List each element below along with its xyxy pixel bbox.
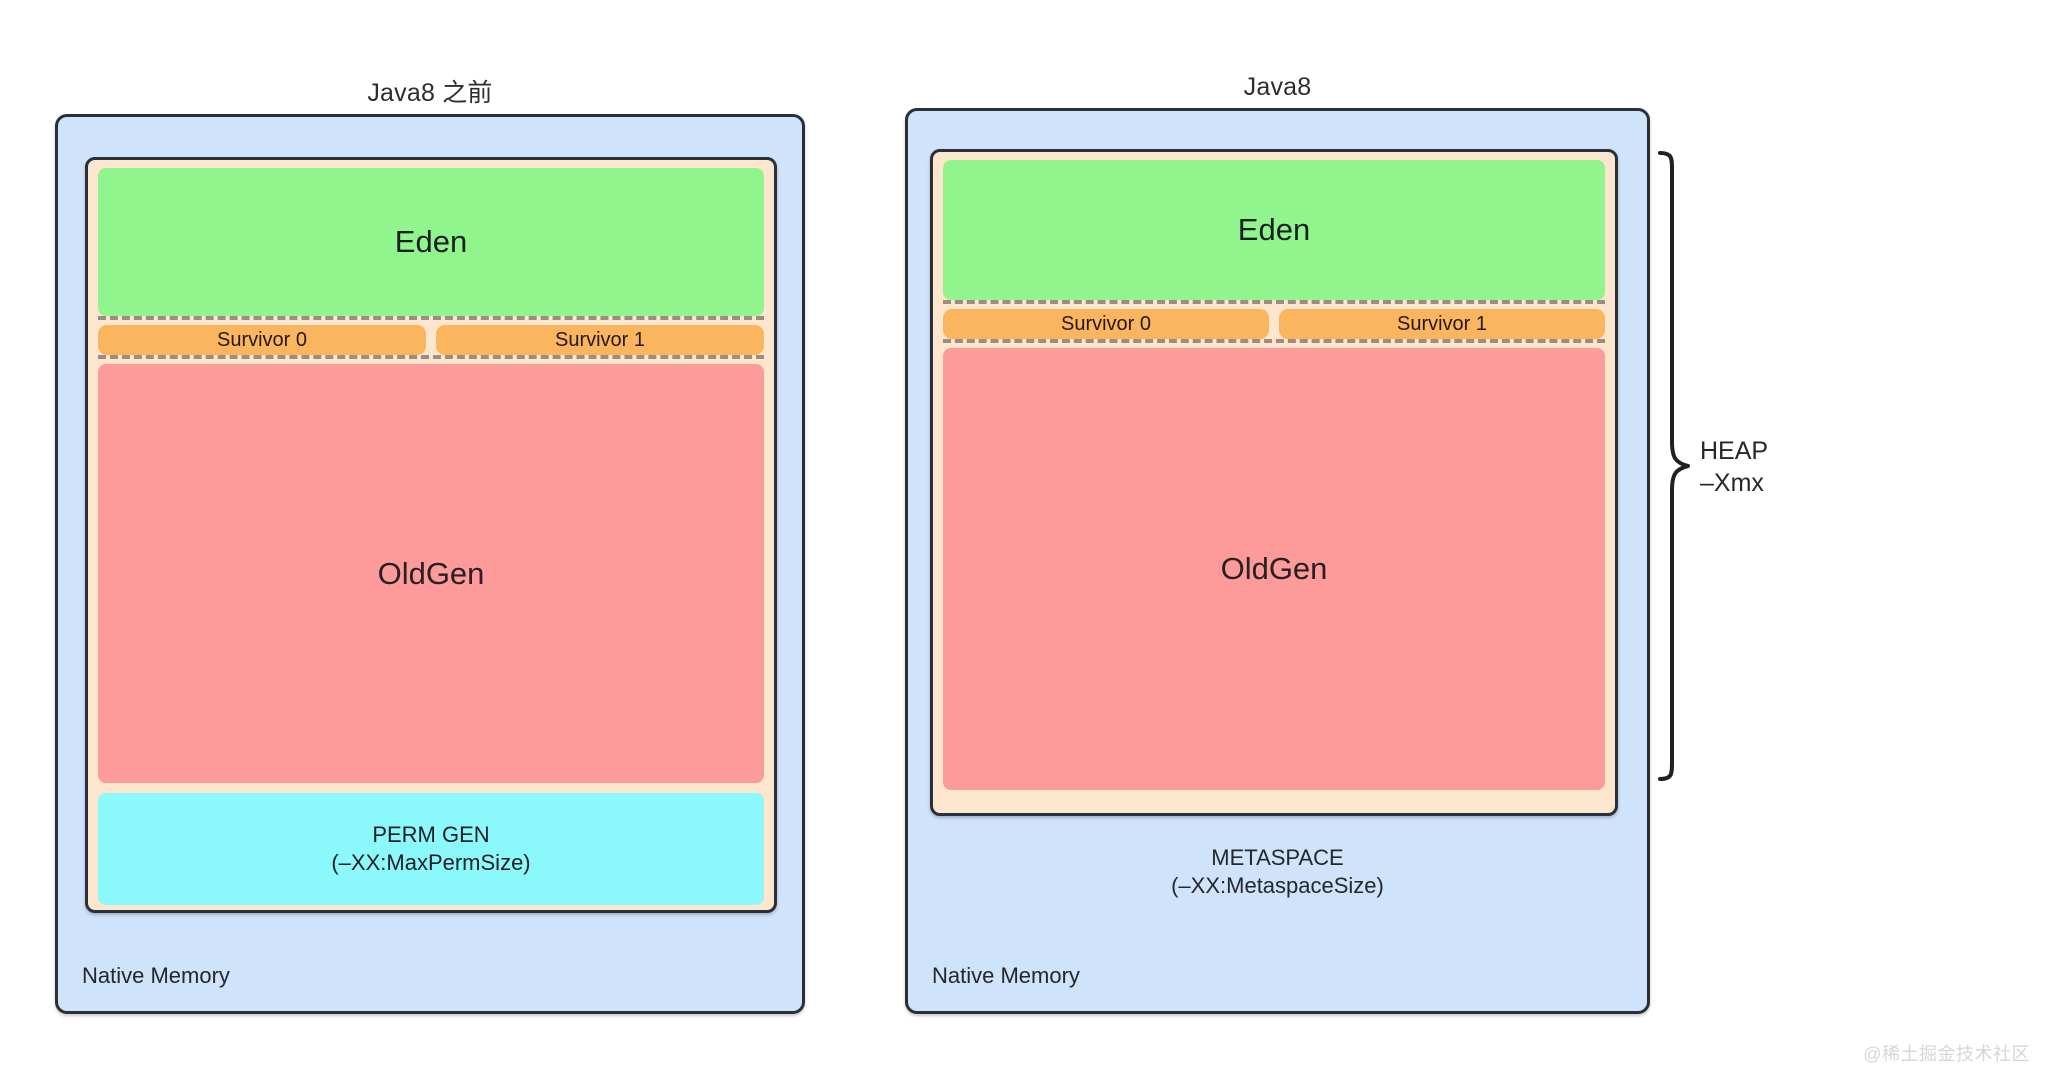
region-perm-gen: PERM GEN (–XX:MaxPermSize) bbox=[98, 793, 764, 905]
region-survivor-1-before-java8: Survivor 1 bbox=[436, 325, 764, 355]
region-eden-java8: Eden bbox=[943, 160, 1605, 300]
perm-gen-flag: (–XX:MaxPermSize) bbox=[331, 850, 531, 875]
native-memory-label-before-java8: Native Memory bbox=[82, 963, 230, 988]
region-survivor-0-before-java8: Survivor 0 bbox=[98, 325, 426, 355]
metaspace-flag: (–XX:MetaspaceSize) bbox=[1171, 873, 1384, 899]
native-memory-label-java8: Native Memory bbox=[932, 963, 1080, 988]
perm-gen-label: PERM GEN bbox=[372, 821, 490, 847]
survivor-row-java8: Survivor 0 Survivor 1 bbox=[943, 309, 1605, 339]
heap-container-java8: Eden Survivor 0 Survivor 1 OldGen bbox=[930, 149, 1618, 816]
dash-gap-top-java8 bbox=[943, 300, 1605, 309]
metaspace-label: METASPACE bbox=[1211, 845, 1344, 870]
native-memory-box-before-java8: Eden Survivor 0 Survivor 1 OldGen PERM G… bbox=[55, 114, 805, 1014]
region-oldgen-java8: OldGen bbox=[943, 348, 1605, 790]
region-survivor-1-java8: Survivor 1 bbox=[1279, 309, 1605, 339]
region-eden-before-java8: Eden bbox=[98, 168, 764, 316]
watermark: @稀土掘金技术社区 bbox=[1863, 1044, 2030, 1064]
dash-gap-bottom-before-java8 bbox=[98, 355, 764, 364]
native-memory-box-java8: Eden Survivor 0 Survivor 1 OldGen METASP… bbox=[905, 108, 1650, 1014]
spacer-oldgen-permgen bbox=[98, 783, 764, 793]
metaspace-annotation: METASPACE (–XX:MetaspaceSize) bbox=[908, 844, 1647, 900]
region-oldgen-before-java8: OldGen bbox=[98, 364, 764, 783]
heap-annotation-label: HEAP bbox=[1700, 437, 1769, 465]
heap-annotation: HEAP –Xmx bbox=[1700, 435, 1768, 499]
heap-container-before-java8: Eden Survivor 0 Survivor 1 OldGen PERM G… bbox=[85, 157, 777, 913]
panel-title-before-java8: Java8 之前 bbox=[367, 79, 493, 107]
heap-brace-icon bbox=[1658, 150, 1692, 782]
dashed-separator-eden-survivor-before-java8 bbox=[98, 316, 764, 320]
dash-gap-top-before-java8 bbox=[98, 316, 764, 325]
survivor-row-before-java8: Survivor 0 Survivor 1 bbox=[98, 325, 764, 355]
dashed-separator-survivor-oldgen-before-java8 bbox=[98, 355, 764, 359]
heap-annotation-flag: –Xmx bbox=[1700, 469, 1764, 497]
region-survivor-0-java8: Survivor 0 bbox=[943, 309, 1269, 339]
dash-gap-bottom-java8 bbox=[943, 339, 1605, 348]
dashed-separator-survivor-oldgen-java8 bbox=[943, 339, 1605, 343]
dashed-separator-eden-survivor-java8 bbox=[943, 300, 1605, 304]
panel-title-java8: Java8 bbox=[1243, 73, 1312, 101]
